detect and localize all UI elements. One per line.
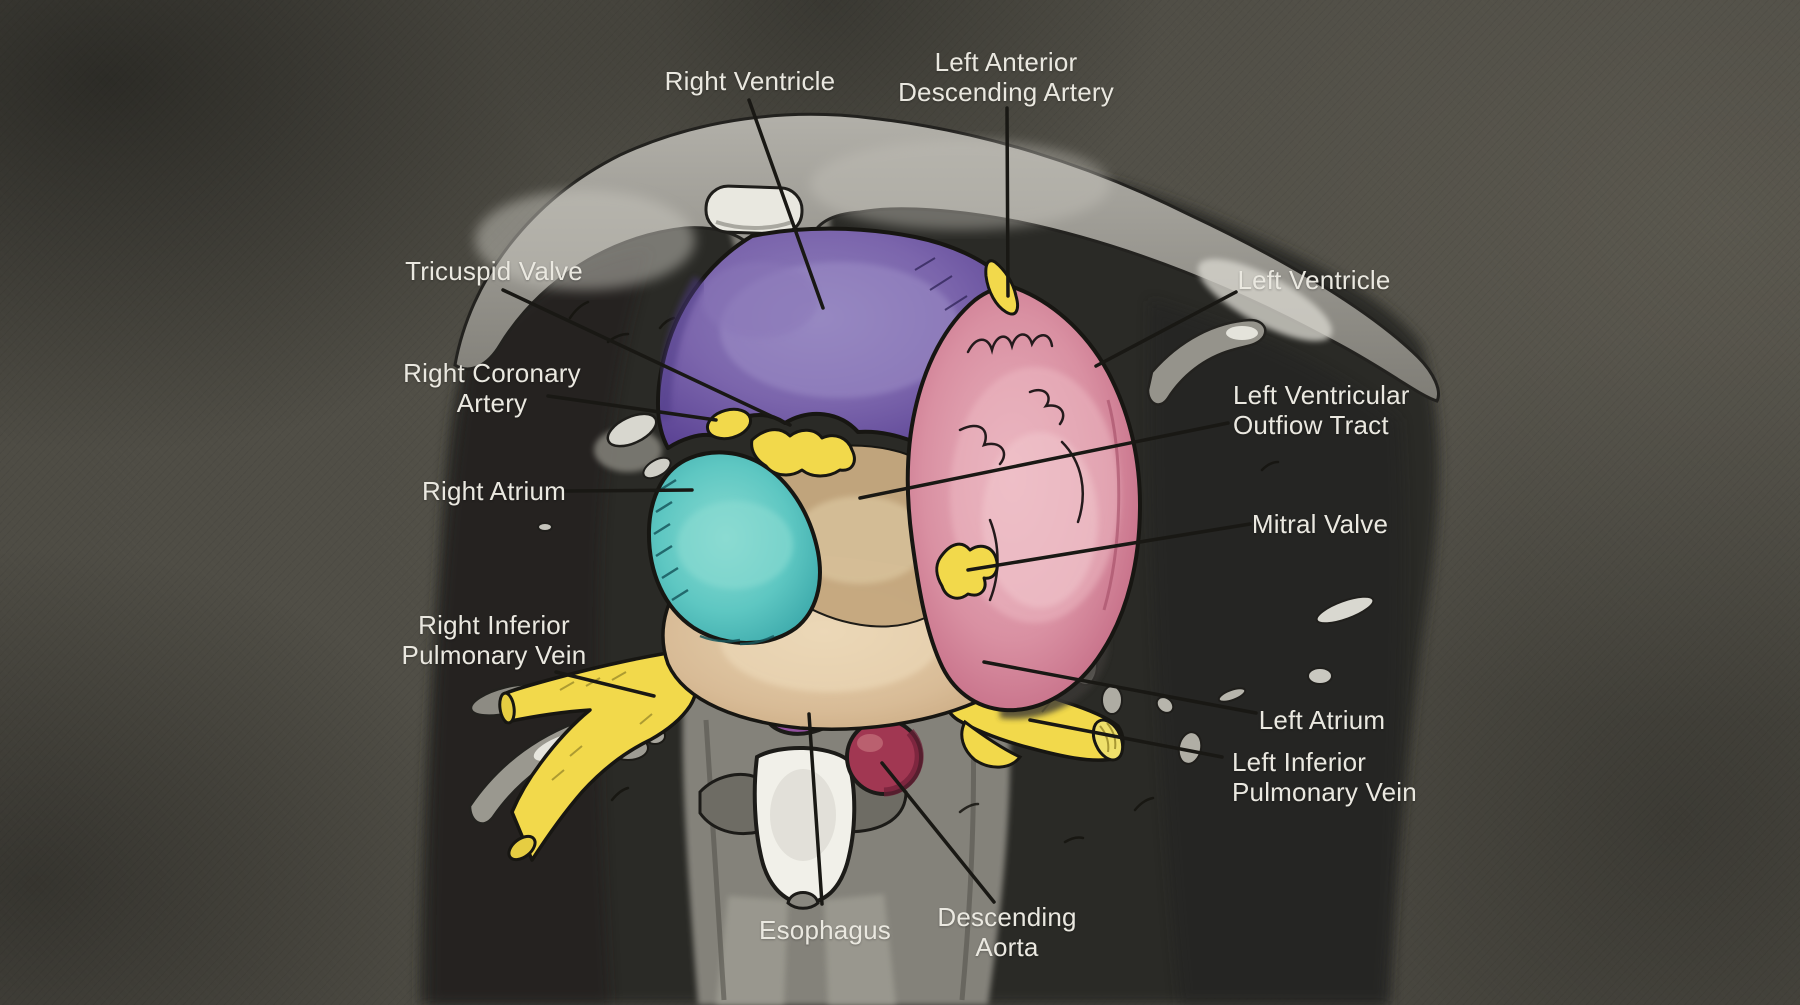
rib-fragment <box>642 456 672 480</box>
chest-wall <box>453 112 1440 403</box>
label-line: Descending Artery <box>898 77 1114 107</box>
lvot-leader-line <box>858 421 1230 500</box>
vessel-blob <box>1177 731 1203 765</box>
right-vein-cut-end <box>498 691 516 725</box>
label-line: Left Ventricle <box>1237 265 1391 296</box>
lv-edge-crease <box>1102 399 1121 611</box>
label-descending-aorta: Descending Aorta <box>937 902 1077 963</box>
sternum-shade <box>715 220 793 230</box>
tricuspid-valve-shape <box>750 428 856 478</box>
chest-wall-highlight-left <box>475 190 695 290</box>
left-inferior-pulmonary-vein-leader-line <box>1028 718 1224 759</box>
label-line: Tricuspid Valve <box>405 256 583 287</box>
paravertebral-column-left <box>716 896 788 1005</box>
descending-aorta-leader-line <box>880 761 996 904</box>
label-line: Pulmonary Vein <box>1232 777 1417 807</box>
label-right-ventricle: Right Ventricle <box>664 66 836 97</box>
rv-light-wash <box>702 262 818 338</box>
label-tricuspid-valve: Tricuspid Valve <box>405 256 583 287</box>
rib-core-highlight <box>1226 326 1258 340</box>
lad-leader-line <box>1005 106 1010 298</box>
label-line: Left Ventricular <box>1233 380 1410 411</box>
right-vein-cut-end <box>507 834 537 862</box>
ra-light-wash <box>677 501 793 589</box>
label-line: Descending <box>937 902 1077 933</box>
label-line: Right Atrium <box>421 476 567 507</box>
label-left-ventricle: Left Ventricle <box>1237 265 1391 296</box>
right-pulmonary-vein <box>502 648 699 862</box>
vertebra <box>698 746 908 910</box>
label-right-inferior-pulmonary-vein: Right Inferior Pulmonary Vein <box>401 610 587 671</box>
label-line: Pulmonary Vein <box>401 640 587 670</box>
spinal-canal-notch <box>786 891 820 910</box>
label-left-inferior-pulmonary-vein: Left Inferior Pulmonary Vein <box>1232 747 1417 808</box>
left-vein-lower-lobe <box>960 719 1023 769</box>
lad-artery <box>984 259 1020 316</box>
chest-wall-highlight-top <box>810 140 1110 230</box>
descending-aorta-region <box>845 718 924 797</box>
label-line: Left Atrium <box>1258 705 1386 736</box>
lvot-highlight <box>792 496 928 584</box>
label-line: Left Anterior <box>934 47 1078 78</box>
label-line: Right Inferior <box>418 610 570 641</box>
lung-shading-right <box>1149 300 1405 1005</box>
ra-pen-hatching <box>653 478 775 646</box>
rib-fragment <box>537 522 553 532</box>
label-mitral-valve: Mitral Valve <box>1251 509 1389 540</box>
rib-fragment <box>1315 595 1375 625</box>
mitral-valve-leader-line <box>966 522 1252 572</box>
rv-edge-wash <box>656 276 706 421</box>
label-left-ventricular-outflow-tract: Left Ventricular Outfiow Tract <box>1233 380 1410 441</box>
rca-artery <box>705 407 753 441</box>
rv-pen-hatching <box>914 257 979 333</box>
aorta-shade <box>883 729 924 797</box>
rib-fragment <box>606 412 658 448</box>
label-left-atrium: Left Atrium <box>1258 705 1386 736</box>
leader-lines <box>501 98 1258 906</box>
right-ventricle-region <box>656 226 1016 454</box>
right-ventricle-leader-line <box>747 98 825 310</box>
right-atrium-region <box>646 450 822 646</box>
vessel-blob <box>1101 685 1123 715</box>
label-line: Right Ventricle <box>664 66 836 97</box>
vessel-blob <box>1155 696 1175 714</box>
chest-wall-highlight-right <box>1197 258 1333 342</box>
label-line: Esophagus <box>759 915 891 946</box>
lv-inner-wash <box>982 432 1098 608</box>
lv-trabeculations <box>958 333 1084 602</box>
label-right-atrium: Right Atrium <box>421 476 567 507</box>
vertebral-body-wash <box>770 769 836 861</box>
right-atrium-leader-line <box>563 488 694 493</box>
right-inferior-pulmonary-vein-leader-line <box>554 670 656 698</box>
sternum <box>704 184 804 236</box>
right-coronary-artery-leader-line <box>546 394 718 422</box>
rib-upper-right <box>1146 318 1267 406</box>
label-line: Outfiow Tract <box>1233 410 1389 440</box>
label-line: Left Inferior <box>1232 747 1367 778</box>
label-line: Mitral Valve <box>1251 509 1389 540</box>
label-line: Artery <box>456 388 528 418</box>
label-esophagus: Esophagus <box>759 915 891 946</box>
tricuspid-valve-leader-line <box>501 288 792 427</box>
label-right-coronary-artery: Right Coronary Artery <box>403 358 581 419</box>
rib-fragment <box>1307 667 1333 685</box>
left-atrium-leader-line <box>982 660 1258 715</box>
paravertebral-column-right <box>824 894 896 1005</box>
esophagus-leader-line <box>807 712 824 906</box>
aorta-highlight <box>857 734 883 752</box>
label-left-anterior-descending-artery: Left Anterior Descending Artery <box>898 47 1114 108</box>
vessel-blob <box>1217 687 1247 703</box>
label-line: Aorta <box>975 932 1039 962</box>
label-line: Right Coronary <box>403 358 581 389</box>
left-ventricle-leader-line <box>1094 290 1238 368</box>
